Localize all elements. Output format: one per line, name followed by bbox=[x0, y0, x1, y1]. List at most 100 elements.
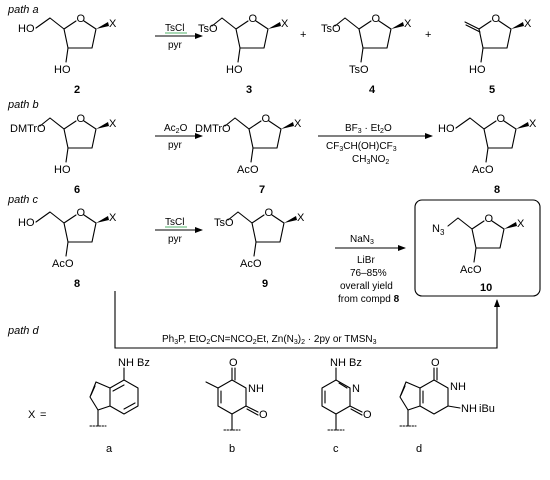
svg-text:O: O bbox=[250, 164, 259, 176]
svg-text:X: X bbox=[109, 118, 117, 130]
svg-text:b: b bbox=[229, 443, 235, 455]
compound-8-start: O HO X Ac O 8 bbox=[18, 207, 117, 290]
svg-text:Ac: Ac bbox=[472, 164, 485, 176]
svg-text:N3: N3 bbox=[432, 223, 445, 237]
svg-text:Ts: Ts bbox=[198, 23, 210, 35]
svg-text:10: 10 bbox=[480, 282, 492, 294]
svg-text:X: X bbox=[524, 18, 532, 30]
svg-text:O: O bbox=[229, 357, 238, 369]
svg-text:overall yield: overall yield bbox=[340, 281, 393, 292]
path-d-label: path d bbox=[7, 325, 39, 337]
svg-text:Ac: Ac bbox=[237, 164, 250, 176]
path-c-label: path c bbox=[7, 194, 38, 206]
svg-text:O: O bbox=[259, 409, 268, 421]
svg-text:Bz: Bz bbox=[137, 357, 150, 369]
svg-text:HO: HO bbox=[438, 123, 455, 135]
svg-text:O: O bbox=[372, 13, 381, 25]
compound-10: O N3 X Ac O 10 bbox=[432, 213, 525, 294]
svg-text:iBu: iBu bbox=[479, 403, 495, 415]
svg-text:O: O bbox=[37, 123, 46, 135]
svg-text:O: O bbox=[249, 13, 258, 25]
svg-text:HO: HO bbox=[54, 64, 71, 76]
svg-text:Ac: Ac bbox=[240, 258, 253, 270]
svg-text:NH: NH bbox=[248, 383, 264, 395]
svg-text:Ac2O: Ac2O bbox=[164, 123, 188, 135]
compound-8: O HO X Ac O 8 bbox=[438, 113, 537, 196]
base-a-benzoyladenine: NH Bz a bbox=[89, 357, 150, 455]
svg-text:5: 5 bbox=[489, 84, 495, 96]
svg-text:DMTr: DMTr bbox=[195, 123, 222, 135]
svg-text:O: O bbox=[473, 264, 482, 276]
compound-9: O Ts O X Ac O 9 bbox=[214, 207, 305, 290]
svg-text:+: + bbox=[300, 29, 306, 41]
compound-3: O Ts O X HO 3 bbox=[198, 13, 289, 96]
path-b-label: path b bbox=[7, 99, 39, 111]
svg-text:O: O bbox=[431, 357, 440, 369]
svg-text:8: 8 bbox=[74, 278, 80, 290]
svg-text:pyr: pyr bbox=[168, 40, 183, 51]
svg-text:76–85%: 76–85% bbox=[350, 268, 387, 279]
svg-text:Bz: Bz bbox=[349, 357, 362, 369]
svg-text:pyr: pyr bbox=[168, 140, 183, 151]
svg-text:O: O bbox=[77, 13, 86, 25]
svg-text:CH3NO2: CH3NO2 bbox=[352, 154, 389, 166]
compound-number: 2 bbox=[74, 84, 80, 96]
svg-text:HO: HO bbox=[54, 164, 71, 176]
svg-text:O: O bbox=[360, 64, 369, 76]
svg-text:d: d bbox=[416, 443, 422, 455]
x-equals-sign: = bbox=[40, 409, 46, 421]
svg-text:DMTr: DMTr bbox=[10, 123, 37, 135]
x-equals-x: X bbox=[28, 409, 36, 421]
svg-text:Ts: Ts bbox=[321, 23, 333, 35]
svg-text:X: X bbox=[529, 118, 537, 130]
svg-text:X: X bbox=[281, 18, 289, 30]
svg-text:TsCl: TsCl bbox=[165, 23, 184, 34]
svg-text:LiBr: LiBr bbox=[357, 255, 375, 266]
svg-text:O: O bbox=[77, 207, 86, 219]
svg-text:X: X bbox=[109, 212, 117, 224]
base-c-benzoylcytosine: NH Bz N O c bbox=[321, 357, 372, 455]
svg-text:Ts: Ts bbox=[214, 217, 226, 229]
svg-text:O: O bbox=[363, 409, 372, 421]
svg-text:O: O bbox=[222, 123, 231, 135]
svg-text:X: X bbox=[294, 118, 302, 130]
x-label: X bbox=[109, 18, 117, 30]
svg-text:O: O bbox=[262, 113, 271, 125]
svg-text:HO: HO bbox=[469, 64, 486, 76]
path-a-label: path a bbox=[7, 4, 39, 16]
svg-text:HO: HO bbox=[226, 64, 243, 76]
svg-text:3: 3 bbox=[246, 84, 252, 96]
svg-text:c: c bbox=[333, 443, 339, 455]
svg-text:7: 7 bbox=[259, 184, 265, 196]
svg-text:O: O bbox=[65, 258, 74, 270]
svg-text:N: N bbox=[352, 383, 360, 395]
svg-text:O: O bbox=[77, 113, 86, 125]
svg-text:Ac: Ac bbox=[52, 258, 65, 270]
svg-text:NaN3: NaN3 bbox=[350, 234, 374, 246]
svg-text:O: O bbox=[485, 213, 494, 225]
svg-text:9: 9 bbox=[262, 278, 268, 290]
svg-text:+: + bbox=[425, 29, 431, 41]
svg-text:NH: NH bbox=[118, 357, 134, 369]
svg-text:NH: NH bbox=[450, 381, 466, 393]
svg-text:NH: NH bbox=[330, 357, 346, 369]
svg-text:pyr: pyr bbox=[168, 234, 183, 245]
svg-text:Ts: Ts bbox=[349, 64, 361, 76]
svg-text:from compd 8: from compd 8 bbox=[338, 294, 400, 305]
arrow-d bbox=[114, 291, 500, 349]
svg-text:Ph3P, EtO2CN=NCO2Et, Zn(N3)2 ·: Ph3P, EtO2CN=NCO2Et, Zn(N3)2 · 2py or TM… bbox=[162, 334, 377, 346]
svg-text:a: a bbox=[106, 443, 113, 455]
compound-5: O X HO 5 bbox=[464, 13, 532, 96]
svg-text:HO: HO bbox=[18, 217, 35, 229]
svg-text:X: X bbox=[404, 18, 412, 30]
compound-2: O HO X HO 2 bbox=[18, 13, 117, 96]
svg-text:O: O bbox=[497, 113, 506, 125]
svg-text:X: X bbox=[297, 212, 305, 224]
svg-text:O: O bbox=[253, 258, 262, 270]
svg-text:CF3CH(OH)CF3: CF3CH(OH)CF3 bbox=[326, 141, 397, 153]
svg-text:HO: HO bbox=[18, 23, 35, 35]
base-d-isobutyrylguanine: O NH NH iBu d bbox=[399, 357, 495, 455]
svg-text:O: O bbox=[492, 13, 501, 25]
svg-text:6: 6 bbox=[74, 184, 80, 196]
